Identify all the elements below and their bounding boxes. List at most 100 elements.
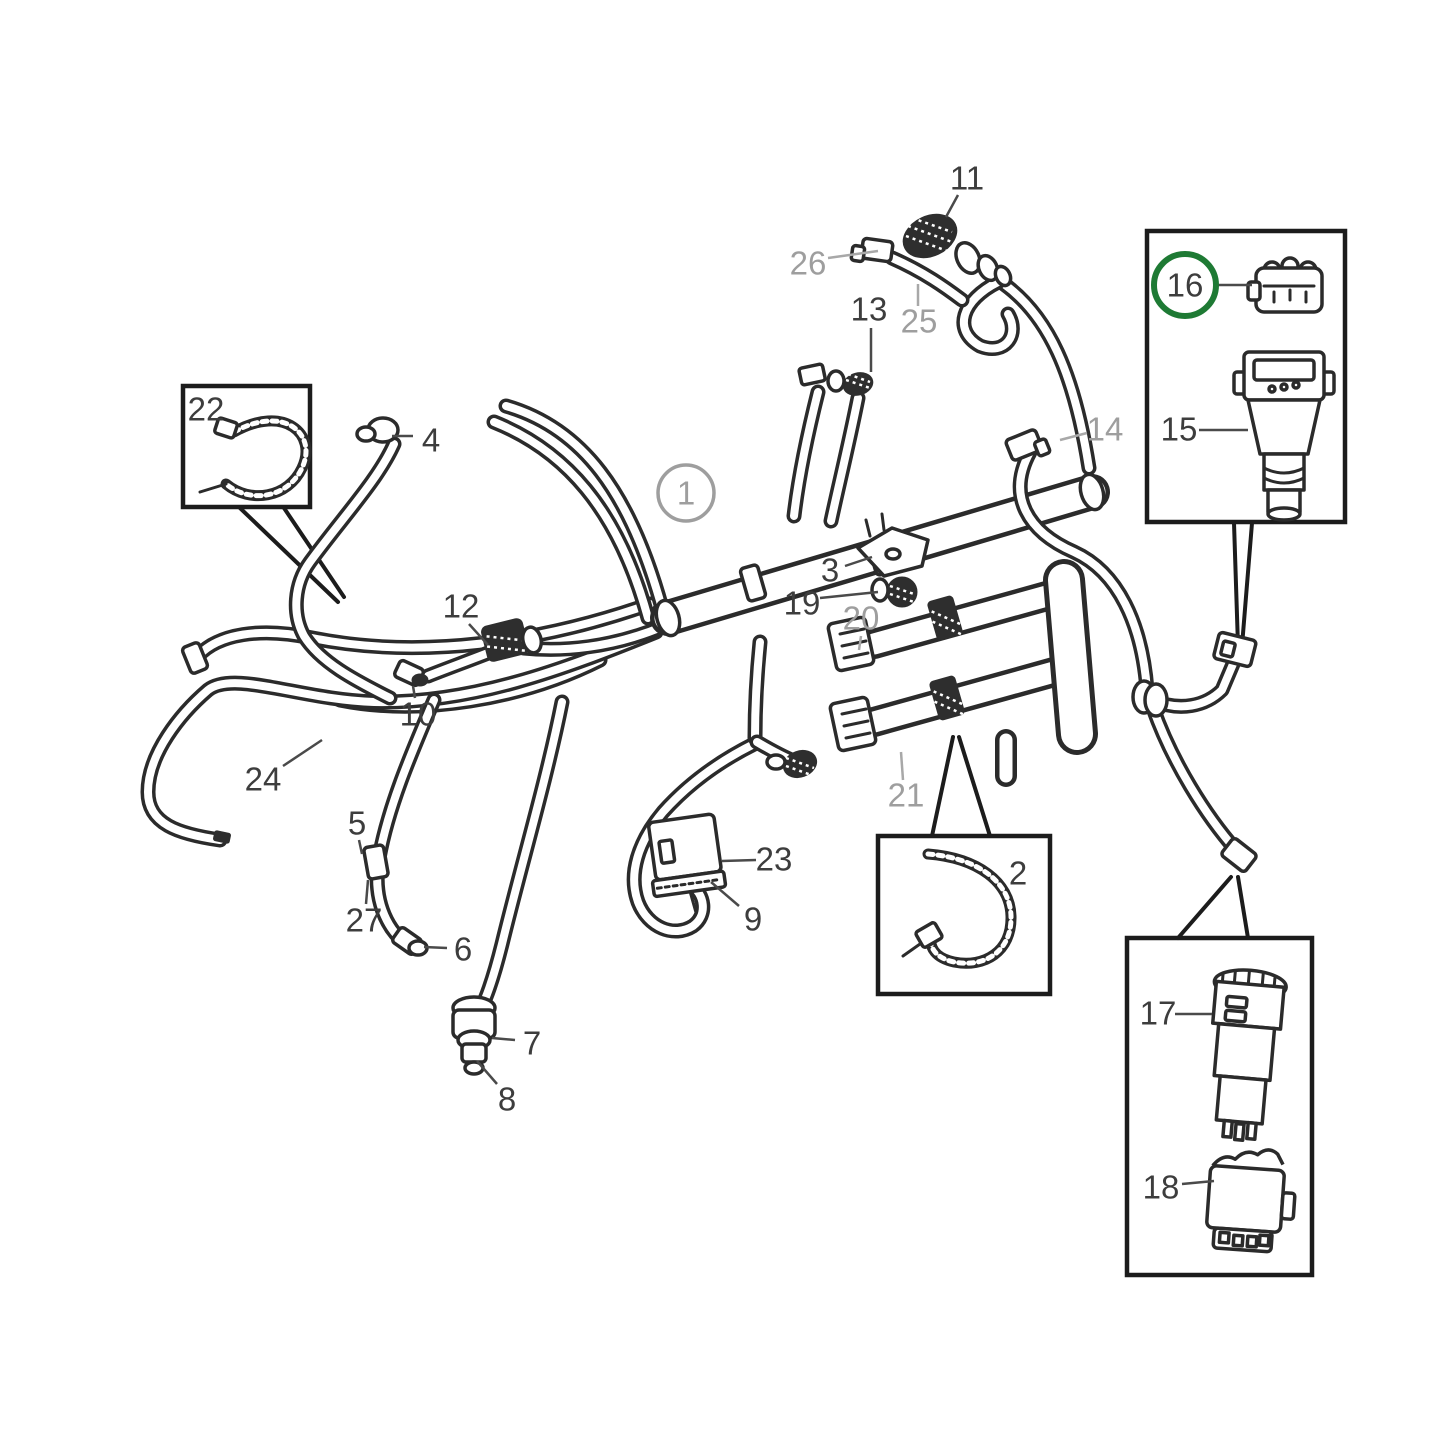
part-2-cable-strap <box>901 848 1017 969</box>
callout-6[interactable]: 6 <box>423 931 472 968</box>
part-number-label: 26 <box>790 245 827 282</box>
part-number-label: 21 <box>888 777 925 814</box>
callout-14[interactable]: 14 <box>1059 411 1124 448</box>
callout-leader-line <box>1059 431 1088 442</box>
part-22-cable-strap <box>198 415 312 502</box>
part-number-label: 9 <box>744 901 762 938</box>
callout-20[interactable]: 20 <box>843 600 880 651</box>
callout-7[interactable]: 7 <box>491 1025 541 1062</box>
part-12-sensor <box>481 618 544 662</box>
callout-3[interactable]: 3 <box>821 552 873 589</box>
part-17-connector <box>1210 968 1288 1142</box>
part-number-label: 19 <box>784 585 821 622</box>
part-number-label: 14 <box>1087 411 1124 448</box>
clamp-ring <box>180 641 210 675</box>
part-number-label: 8 <box>498 1081 516 1118</box>
callout-leader-line <box>844 555 873 568</box>
part-number-label: 17 <box>1140 995 1177 1032</box>
callout-23[interactable]: 23 <box>721 841 793 878</box>
part-number-label: 18 <box>1143 1169 1180 1206</box>
callout-leader-line <box>357 839 364 855</box>
callout-leader-line <box>364 879 370 905</box>
harness-artwork <box>148 213 1336 1254</box>
part-number-label: 22 <box>188 391 225 428</box>
part-number-label: 12 <box>443 588 480 625</box>
callout-16[interactable]: 16 <box>1151 251 1252 319</box>
callout-leader-line <box>857 635 863 651</box>
callout-11[interactable]: 11 <box>944 160 984 218</box>
callout-5[interactable]: 5 <box>348 805 366 855</box>
part-number-label: 4 <box>422 422 440 459</box>
part-number-label: 27 <box>346 902 383 939</box>
part-4-connector <box>355 416 400 444</box>
part-11-connector <box>902 213 1013 288</box>
part-number-label: 16 <box>1167 267 1204 304</box>
part-6-elbow <box>391 925 429 957</box>
part-19-sensor <box>870 576 918 608</box>
part-number-label: 1 <box>677 475 695 512</box>
inset-box-22 <box>180 383 313 510</box>
part-number-label: 25 <box>901 303 938 340</box>
selected-part-circle <box>1151 251 1219 319</box>
callout-9[interactable]: 9 <box>710 881 762 938</box>
callout-12[interactable]: 12 <box>443 588 489 646</box>
callout-leader-line <box>411 685 417 699</box>
part-number-label: 24 <box>245 761 282 798</box>
callout-leader-line <box>899 751 905 781</box>
callout-2[interactable]: 2 <box>1009 855 1027 892</box>
part-number-label: 15 <box>1161 411 1198 448</box>
part-number-label: 5 <box>348 805 366 842</box>
callout-13[interactable]: 13 <box>851 291 888 373</box>
callout-18[interactable]: 18 <box>1143 1169 1215 1206</box>
callout-leader-line <box>476 1060 498 1085</box>
callout-10[interactable]: 10 <box>400 685 437 733</box>
part-21-connector-block <box>828 695 878 753</box>
part-number-label: 6 <box>454 931 472 968</box>
part-20-connector-block <box>826 615 876 673</box>
callout-8[interactable]: 8 <box>476 1060 516 1118</box>
part-7-8-connector <box>451 995 497 1076</box>
part-number-label: 3 <box>821 552 839 589</box>
callout-1[interactable]: 1 <box>656 463 716 523</box>
part-number-label: 13 <box>851 291 888 328</box>
callout-leader-line <box>944 194 960 218</box>
part-15-sensor <box>1232 350 1336 522</box>
part-13-connector <box>797 362 874 396</box>
callout-24[interactable]: 24 <box>245 738 323 798</box>
part-3-bracket <box>856 512 930 578</box>
callout-25[interactable]: 25 <box>901 284 938 340</box>
part-10-elbow <box>392 658 429 688</box>
bundle-end-tip <box>213 830 231 844</box>
callout-27[interactable]: 27 <box>346 879 383 939</box>
callout-leader-line <box>710 881 740 907</box>
callout-19[interactable]: 19 <box>784 585 879 622</box>
callout-22[interactable]: 22 <box>188 391 225 428</box>
callout-leader-line <box>721 858 757 863</box>
part-number-label: 2 <box>1009 855 1027 892</box>
part-26-connector <box>849 236 895 264</box>
part-number-label: 10 <box>400 696 437 733</box>
part-14-connector <box>1004 428 1052 462</box>
part-number-label: 11 <box>950 160 984 197</box>
grommet-ring <box>1131 679 1169 718</box>
callout-21[interactable]: 21 <box>888 751 925 814</box>
part-15-mate-connector <box>1212 630 1258 669</box>
clamp-5 <box>362 843 390 881</box>
callout-leader-line <box>282 738 323 768</box>
callout-26[interactable]: 26 <box>790 245 879 282</box>
part-number-label: 23 <box>756 841 793 878</box>
callout-leader-line <box>468 623 489 646</box>
part-number-label: 7 <box>523 1025 541 1062</box>
part-23-relay <box>647 812 728 915</box>
callout-4[interactable]: 4 <box>392 422 440 459</box>
callout-15[interactable]: 15 <box>1161 411 1248 448</box>
callout-17[interactable]: 17 <box>1140 995 1212 1032</box>
callout-leader-line <box>827 249 879 260</box>
mid-elbow-sensor <box>765 749 818 779</box>
part-number-label: 20 <box>843 600 880 637</box>
part-18-mate-connector <box>1220 836 1258 874</box>
callout-leader-line <box>1181 1179 1215 1186</box>
